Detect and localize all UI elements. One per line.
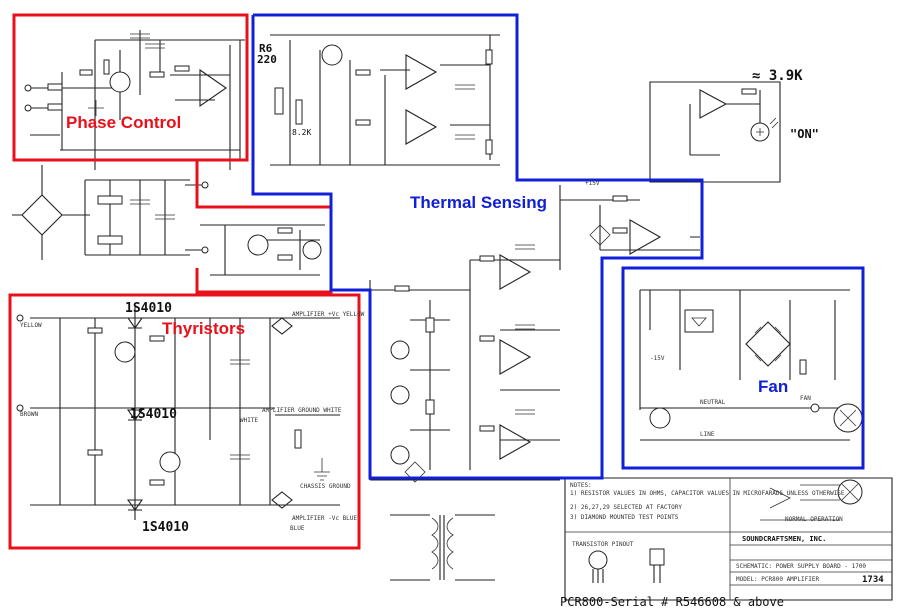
thermal-sensing-box bbox=[251, 13, 704, 480]
normal-operation-label: NORMAL OPERATION bbox=[785, 516, 843, 523]
fan-circuit bbox=[639, 289, 863, 441]
wire-label-amp-blue: AMPLIFIER -Vc BLUE bbox=[292, 515, 357, 522]
r6-label: R6 bbox=[259, 42, 273, 55]
regulator-block bbox=[84, 179, 209, 256]
transformer-detail bbox=[390, 514, 495, 581]
resistor-8-2k-label: 8.2K bbox=[292, 128, 311, 137]
comparator-stage bbox=[559, 185, 700, 270]
fan-label: Fan bbox=[758, 377, 788, 396]
wire-label-line: LINE bbox=[700, 431, 715, 438]
wire-label-neutral: NEUTRAL bbox=[700, 399, 726, 406]
thyristors-label: Thyristors bbox=[162, 319, 245, 338]
q3-driver bbox=[200, 224, 325, 276]
wire-label-white: WHITE bbox=[240, 417, 258, 424]
model-label: MODEL: PCR800 AMPLIFIER bbox=[736, 576, 819, 583]
led-indicator-box bbox=[649, 81, 781, 183]
wire-label-fan: FAN bbox=[800, 395, 811, 402]
thyristor-mid-label: 1S4010 bbox=[130, 407, 177, 422]
thyristor-circuit bbox=[16, 305, 340, 520]
transistor-pinout bbox=[588, 548, 665, 583]
wire-label-blue: BLUE bbox=[290, 525, 305, 532]
wire-label-amp-ground: AMPLIFIER GROUND WHITE bbox=[262, 407, 342, 414]
resistor-3-9k-label: ≈ 3.9K bbox=[752, 68, 803, 84]
wire-label-minus15v: -15V bbox=[650, 355, 665, 362]
phase-control-box bbox=[12, 13, 249, 162]
thyristor-top-label: 1S4010 bbox=[125, 301, 172, 316]
wire-label-chassis-ground: CHASSIS GROUND bbox=[300, 483, 351, 490]
note-3: 3) DIAMOND MOUNTED TEST POINTS bbox=[570, 514, 679, 521]
schematic-title: SCHEMATIC: POWER SUPPLY BOARD - 1700 bbox=[736, 563, 866, 570]
thermal-sensing-circuit bbox=[270, 34, 500, 166]
company-name: SOUNDCRAFTSMEN, INC. bbox=[742, 535, 826, 543]
wire-label-amp-yellow: AMPLIFIER +Vc YELLOW bbox=[292, 311, 365, 318]
note-1: 1) RESISTOR VALUES IN OHMS, CAPACITOR VA… bbox=[570, 490, 845, 497]
thyristor-bottom-label: 1S4010 bbox=[142, 520, 189, 535]
phase-control-label: Phase Control bbox=[66, 113, 181, 132]
fan-box bbox=[621, 266, 865, 470]
thyristors-box bbox=[8, 293, 361, 550]
opamp-column bbox=[369, 244, 560, 483]
bridge-rectifier bbox=[12, 165, 90, 260]
notes-header: NOTES: bbox=[570, 482, 592, 489]
phase-control-circuit bbox=[24, 30, 245, 170]
wire-label-brown: BROWN bbox=[20, 411, 38, 418]
phase-control-extension bbox=[195, 160, 333, 294]
r6-value: 220 bbox=[257, 53, 277, 66]
title-block bbox=[564, 477, 893, 601]
drawing-number: 1734 bbox=[862, 575, 884, 585]
thermal-sensing-label: Thermal Sensing bbox=[410, 193, 547, 212]
wire-label-yellow: YELLOW bbox=[20, 322, 42, 329]
note-2: 2) 26,27,29 SELECTED AT FACTORY bbox=[570, 504, 682, 511]
serial-number-label: PCR800-Serial # R546608 & above bbox=[560, 595, 784, 609]
led-on-label: "ON" bbox=[790, 127, 819, 141]
wire-label-plus15v: +15V bbox=[585, 180, 600, 187]
transistor-pinout-label: TRANSISTOR PINOUT bbox=[572, 541, 634, 548]
